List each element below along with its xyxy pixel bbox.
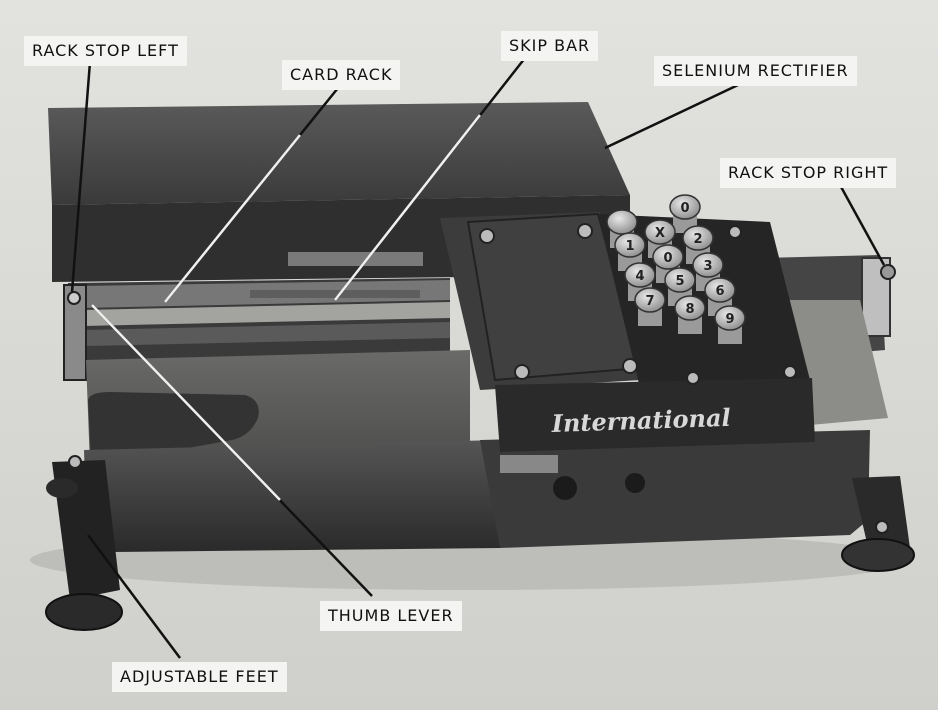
key-label: 0: [663, 251, 672, 266]
callout-thumb-lever: THUMB LEVER: [320, 601, 462, 631]
key-label: 2: [693, 232, 702, 247]
key-label: 8: [685, 302, 694, 317]
leader-thumb-lever-light: [91, 304, 281, 501]
rectifier-cover-top: [48, 102, 630, 205]
keyboard-front: [495, 378, 815, 452]
callout-card-rack: CARD RACK: [282, 60, 401, 90]
key-cap: [614, 232, 646, 258]
callout-adjustable-feet: ADJUSTABLE FEET: [112, 662, 287, 692]
leader-lines-light: [91, 114, 481, 501]
foot-back-left-pad: [46, 478, 78, 498]
key-label: 0: [680, 201, 689, 216]
key-cap: [624, 262, 656, 288]
foot-right-pad: [841, 538, 915, 572]
key-cap: [644, 219, 676, 245]
skip-bar-teeth: [250, 290, 420, 298]
leader-adjustable-feet: [86, 534, 182, 659]
leader-selenium-rectifier: [604, 83, 739, 150]
brand-text: International: [550, 403, 731, 438]
key-cap: [606, 209, 638, 235]
leader-rack-stop-left: [70, 61, 92, 293]
leader-skip-bar-light: [334, 114, 481, 301]
foot-left-screw: [68, 455, 82, 469]
callout-selenium-rectifier: SELENIUM RECTIFIER: [654, 56, 857, 86]
left-rack-stop: [63, 284, 87, 381]
callout-rack-stop-right: RACK STOP RIGHT: [720, 158, 897, 188]
key-cap: [682, 225, 714, 251]
key-label: 1: [625, 239, 634, 254]
leader-card-rack-light: [164, 134, 301, 303]
key-cap: [674, 295, 706, 321]
housing-screw: [686, 371, 700, 385]
key-cap: [669, 194, 701, 220]
housing-screw: [479, 228, 495, 244]
right-rack-stop-screw: [880, 264, 896, 280]
skip-bar: [82, 302, 450, 326]
left-rack-stop-screw-top: [67, 291, 81, 305]
key-label: 6: [715, 284, 724, 299]
housing-screw: [783, 365, 797, 379]
foot-right-bracket: [852, 476, 910, 556]
machine-base-right: [480, 430, 870, 548]
cover-plate: [288, 252, 423, 266]
key-label: 3: [703, 259, 712, 274]
foot-right-screw: [875, 520, 889, 534]
base-hole-2: [625, 473, 645, 493]
key-cap: [714, 305, 746, 331]
base-hole-1: [553, 476, 577, 500]
callout-rack-stop-left: RACK STOP LEFT: [24, 36, 187, 66]
housing-screw: [514, 364, 530, 380]
housing-screw: [577, 223, 593, 239]
foot-left-pad: [45, 593, 123, 631]
right-card-tray: [770, 300, 888, 425]
key-label: 9: [725, 312, 734, 327]
housing-screw: [728, 225, 742, 239]
base-latch: [500, 455, 558, 473]
machine-base-left: [84, 440, 500, 552]
callout-skip-bar: SKIP BAR: [501, 31, 599, 61]
leader-rack-stop-right: [838, 184, 886, 266]
key-cap: [664, 267, 696, 293]
key-label: 7: [645, 294, 654, 309]
key-cap: [692, 252, 724, 278]
key-label: 5: [675, 274, 684, 289]
key-cap: [634, 287, 666, 313]
key-label: X: [655, 226, 665, 241]
rail-lower: [84, 322, 450, 346]
key-cap: [704, 277, 736, 303]
key-label: 4: [635, 269, 644, 284]
housing-screw: [622, 358, 638, 374]
key-cap: [652, 244, 684, 270]
keypad: 0 1 X 2 0 3 4 5 6 7 8 9: [606, 194, 746, 344]
